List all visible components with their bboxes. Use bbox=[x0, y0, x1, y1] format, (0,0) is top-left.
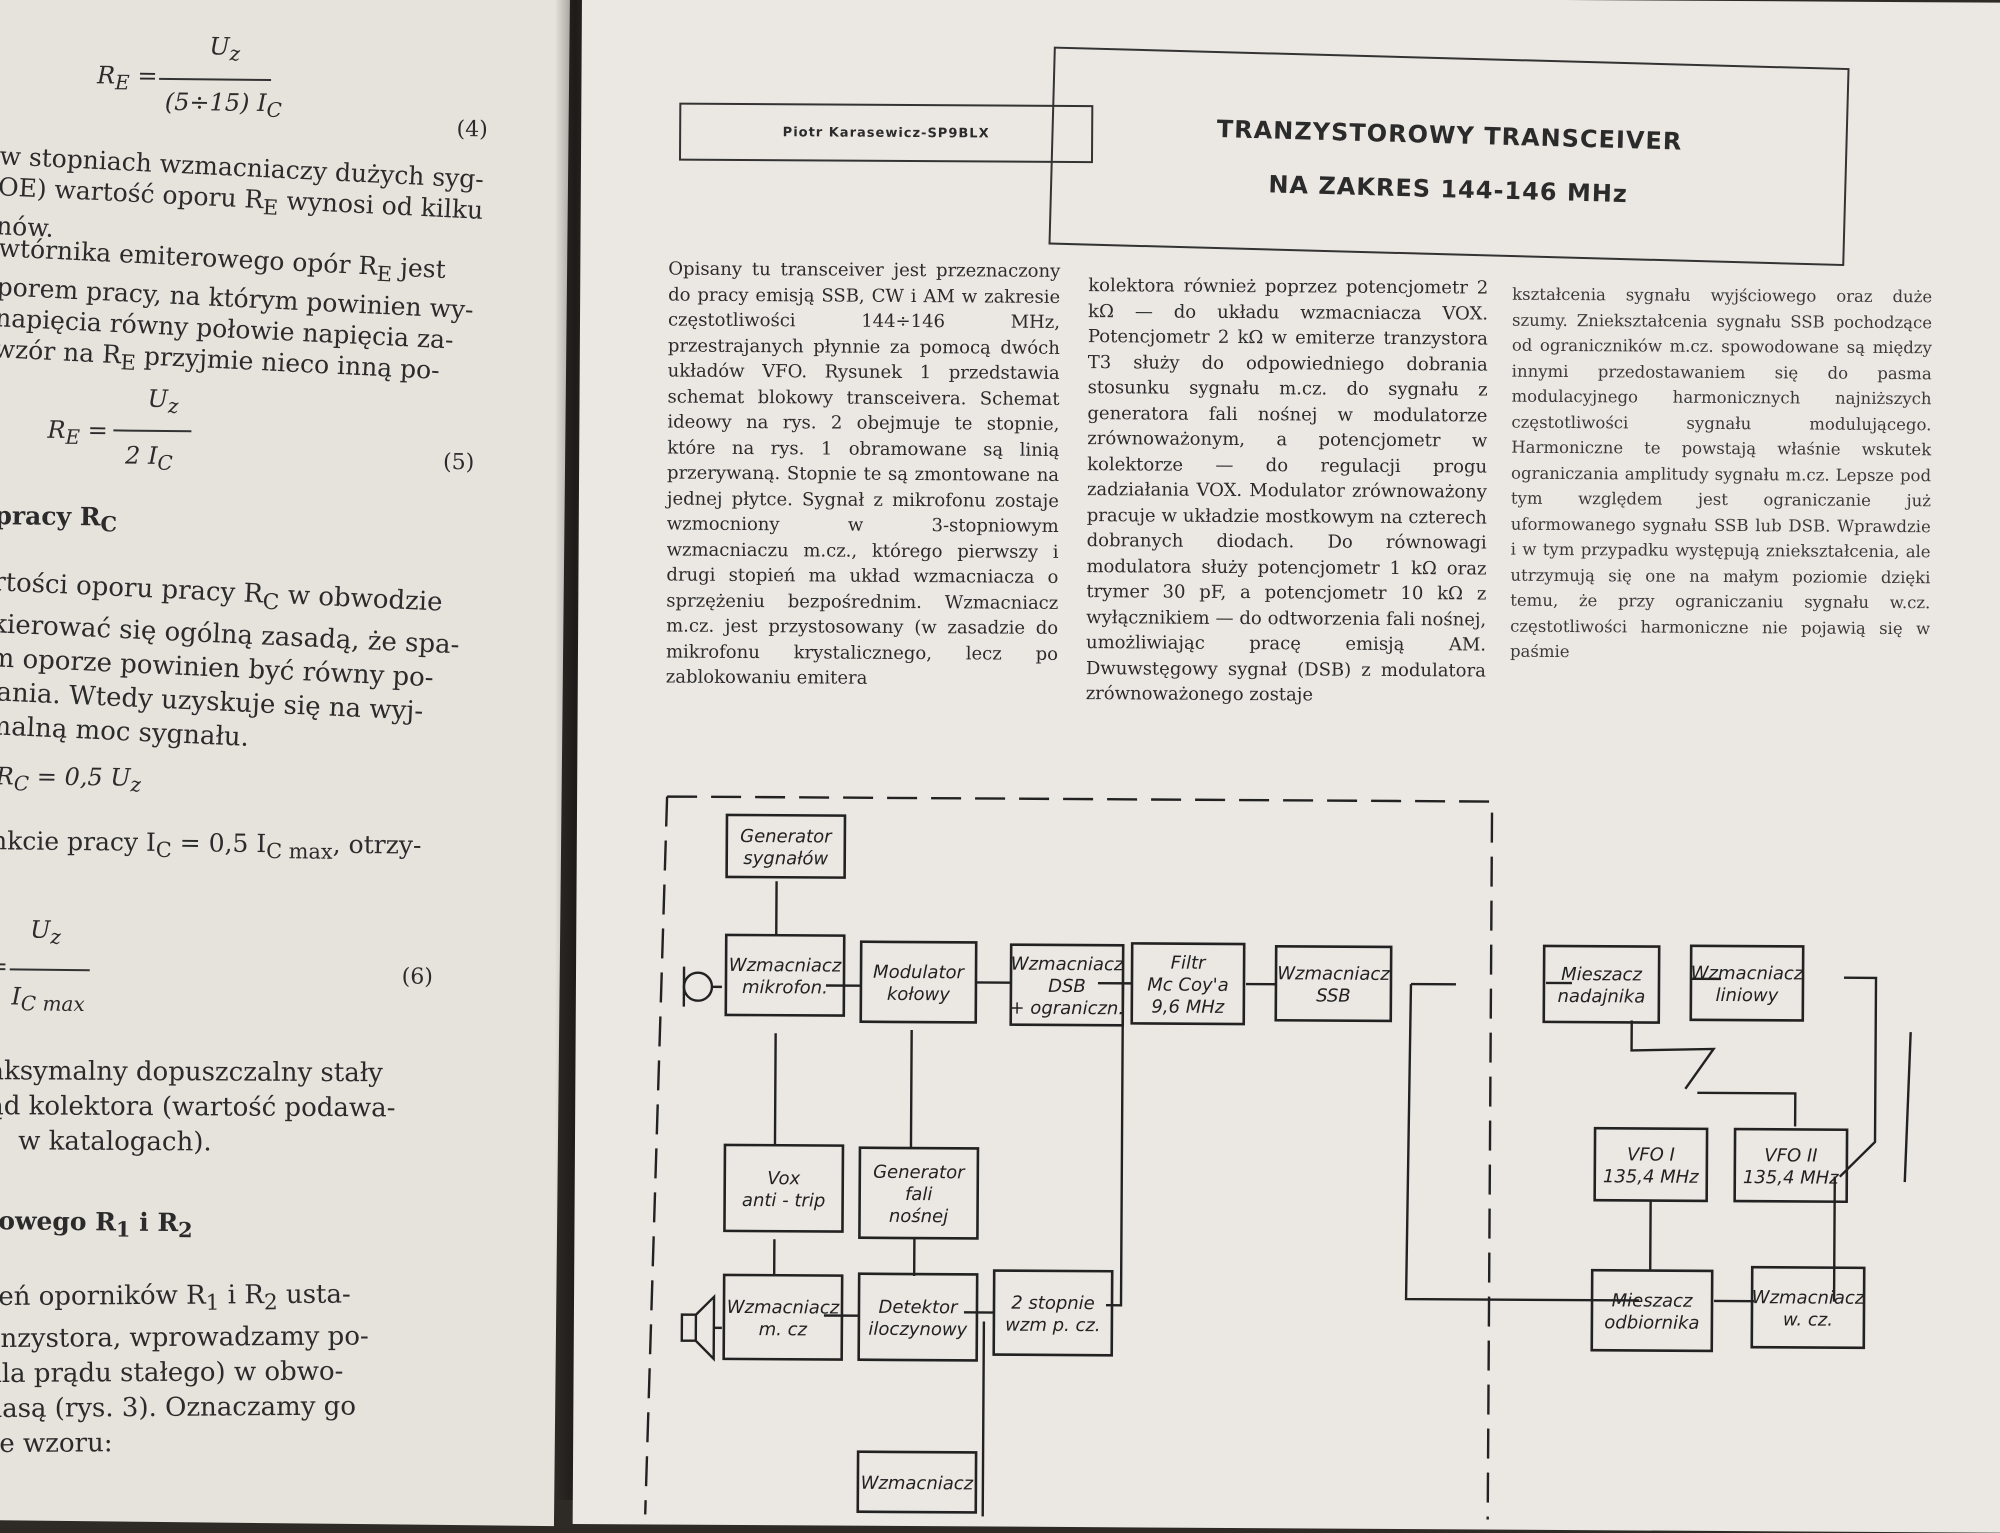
block-label-mieszacz-nadajnika: nadajnika bbox=[1557, 986, 1645, 1008]
block-label-gen-fali: nośnej bbox=[889, 1206, 948, 1227]
para2: wtórnika emiterowego opór RE jest porem … bbox=[0, 232, 476, 395]
block-label-filtr: 9,6 MHz bbox=[1151, 996, 1225, 1017]
block-label-wzm-dsb: Wzmacniacz bbox=[1011, 954, 1124, 976]
block-label-gen-fali: Generator bbox=[873, 1162, 966, 1184]
speaker-icon bbox=[682, 1297, 722, 1359]
block-label-vox: Vox bbox=[767, 1168, 800, 1189]
block-label-wzm-dsb: + ograniczn. bbox=[1009, 998, 1124, 1020]
block-label-dwa-stopnie: wzm p. cz. bbox=[1005, 1315, 1101, 1337]
heading-pracy: pracy RC bbox=[0, 500, 117, 539]
block-label-modulator: Modulator bbox=[873, 962, 966, 984]
block-label-wzm-mikrofon: mikrofon. bbox=[742, 977, 828, 999]
eq6-fraction-line bbox=[10, 968, 90, 971]
block-label-vfo1: VFO I bbox=[1627, 1144, 1675, 1165]
eq-rc: RC = 0,5 Uz bbox=[0, 762, 141, 796]
eq5-denominator: 2 IC bbox=[125, 442, 173, 475]
block-label-detektor: iloczynowy bbox=[868, 1319, 967, 1341]
right-page: Piotr Karasewicz-SP9BLX TRANZYSTOROWY TR… bbox=[573, 0, 2000, 1533]
block-label-vfo2: VFO II bbox=[1764, 1145, 1817, 1166]
eq6-prefix: = bbox=[0, 952, 8, 980]
block-label-vfo2: 135,4 MHz bbox=[1743, 1167, 1839, 1189]
dashed-frame bbox=[645, 796, 1492, 1522]
eq6-denominator: IC max bbox=[11, 982, 85, 1016]
block-label-generator-sygnalow: sygnałów bbox=[743, 848, 828, 870]
eq5-lhs: RE = bbox=[47, 416, 108, 449]
block-label-mieszacz-odbiornika: odbiornika bbox=[1604, 1312, 1699, 1334]
text-column-3: kształcenia sygnału wyjściowego oraz duż… bbox=[1510, 282, 1932, 667]
block-label-wzm-mcz: m. cz bbox=[759, 1319, 808, 1340]
block-label-filtr: Mc Coy'a bbox=[1147, 974, 1229, 995]
block-label-wzm-liniowy: Wzmacniacz bbox=[1691, 963, 1804, 985]
block-label-mieszacz-nadajnika: Mieszacz bbox=[1561, 964, 1642, 985]
block-label-gen-fali: fali bbox=[905, 1184, 933, 1205]
eq4-fraction-line bbox=[159, 78, 271, 81]
para4: nkcie pracy IC = 0,5 IC max, otrzy- bbox=[0, 825, 422, 869]
block-label-wzm-ssb: Wzmacniacz bbox=[1277, 963, 1390, 985]
block-label-wzm-mikrofon: Wzmacniacz bbox=[729, 955, 842, 977]
block-label-wzm-liniowy: liniowy bbox=[1715, 985, 1778, 1006]
block-label-filtr: Filtr bbox=[1171, 953, 1208, 974]
heading-rowego: rowego R1 i R2 bbox=[0, 1205, 193, 1245]
block-label-dwa-stopnie: 2 stopnie bbox=[1011, 1293, 1095, 1315]
eq4-numerator: Uz bbox=[209, 32, 240, 65]
eq4-lhs: RE = bbox=[97, 61, 158, 94]
block-diagram: GeneratorsygnałówWzmacniaczmikrofon.Modu… bbox=[573, 774, 1977, 1523]
eq5-numerator: Uz bbox=[148, 385, 179, 418]
title-line-1: TRANZYSTOROWY TRANSCEIVER bbox=[1053, 111, 1845, 160]
block-label-wzm-wcz: w. cz. bbox=[1783, 1309, 1833, 1330]
block-label-wzm-wcz: Wzmacniacz bbox=[1752, 1287, 1865, 1309]
text-column-2: kolektora również poprzez potencjometr 2… bbox=[1086, 273, 1489, 709]
block-label-vfo1: 135,4 MHz bbox=[1603, 1166, 1699, 1188]
left-page: RE = Uz (5÷15) IC (4) w stopniach wzmacn… bbox=[0, 0, 570, 1526]
block-label-modulator: kołowy bbox=[887, 984, 950, 1005]
title-box: TRANZYSTOROWY TRANSCEIVER NA ZAKRES 144-… bbox=[1048, 47, 1849, 266]
block-label-wzm-mcz: Wzmacniacz bbox=[727, 1297, 840, 1319]
para5: aksymalny dopuszczalny stały ąd kolektor… bbox=[0, 1054, 396, 1161]
eq6-numerator: Uz bbox=[30, 916, 61, 949]
author-box: Piotr Karasewicz-SP9BLX bbox=[679, 103, 1093, 164]
block-label-vox: anti - trip bbox=[742, 1190, 825, 1212]
text-column-1: Opisany tu transceiver jest przeznaczony… bbox=[666, 257, 1061, 693]
eq5-fraction-line bbox=[113, 429, 191, 432]
block-label-wzm-ssb: SSB bbox=[1316, 986, 1351, 1007]
para3: rtości oporu pracy RC w obwodzie kierowa… bbox=[0, 565, 462, 764]
eq6-number: (6) bbox=[402, 964, 433, 989]
eq4-number: (4) bbox=[456, 117, 487, 142]
eq5-number: (5) bbox=[443, 450, 474, 475]
title-line-2: NA ZAKRES 144-146 MHz bbox=[1052, 165, 1844, 214]
eq4-denominator: (5÷15) IC bbox=[165, 88, 282, 122]
block-label-generator-sygnalow: Generator bbox=[740, 826, 833, 848]
block-label-mieszacz-odbiornika: Mieszacz bbox=[1612, 1290, 1693, 1311]
block-label-detektor: Detektor bbox=[878, 1297, 959, 1318]
author-name: Piotr Karasewicz-SP9BLX bbox=[783, 125, 990, 141]
para6: zeń oporników R1 i R2 usta- anzystora, w… bbox=[0, 1277, 370, 1462]
block-label-wzm-dsb: DSB bbox=[1048, 976, 1086, 997]
block-label-wzm-bottom: Wzmacniacz bbox=[861, 1473, 974, 1495]
microphone-icon bbox=[684, 967, 722, 1007]
